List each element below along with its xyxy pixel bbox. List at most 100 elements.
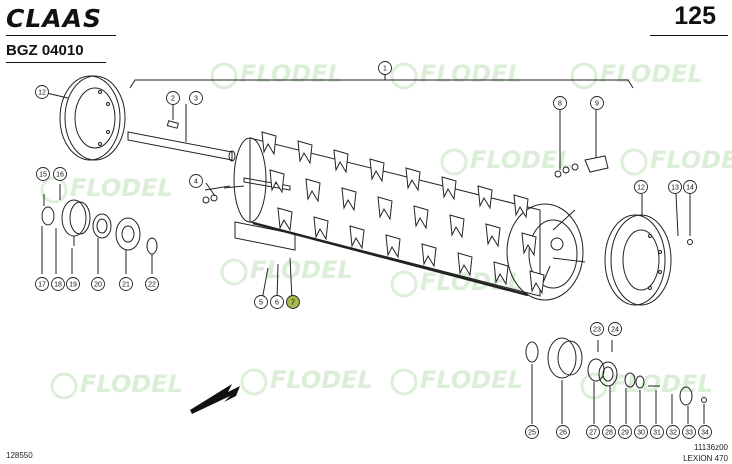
callout-label: 34 <box>701 429 709 436</box>
callout-circle <box>51 277 65 291</box>
callout-label: 28 <box>605 429 613 436</box>
callout-label: 21 <box>122 281 130 288</box>
callout-28[interactable]: 28 <box>602 425 616 439</box>
callout-label: 19 <box>69 281 77 288</box>
watermark-text: FLODEL <box>70 174 173 202</box>
callout-circle <box>378 61 392 75</box>
callout-1[interactable]: 1 <box>378 61 392 75</box>
callout-7[interactable]: 7 <box>286 295 300 309</box>
callout-15[interactable]: 15 <box>36 167 50 181</box>
callout-circle <box>650 425 664 439</box>
callout-circle <box>682 425 696 439</box>
watermark-text: FLODEL <box>240 60 343 88</box>
callout-label: 25 <box>528 429 536 436</box>
watermark-logo <box>570 62 598 90</box>
callout-circle <box>608 322 622 336</box>
callout-label: 16 <box>56 171 64 178</box>
callout-22[interactable]: 22 <box>145 277 159 291</box>
callout-26[interactable]: 26 <box>556 425 570 439</box>
callout-2[interactable]: 2 <box>166 91 180 105</box>
callout-20[interactable]: 20 <box>91 277 105 291</box>
callout-12[interactable]: 12 <box>634 180 648 194</box>
callout-16[interactable]: 16 <box>53 167 67 181</box>
callout-circle <box>586 425 600 439</box>
callout-circle <box>634 425 648 439</box>
callout-circle <box>166 91 180 105</box>
tine <box>421 243 437 268</box>
direction-arrow <box>190 384 240 414</box>
model-name: LEXION 470 <box>683 454 728 463</box>
watermark-logo <box>210 62 238 90</box>
callout-circle <box>119 277 133 291</box>
tine <box>341 187 357 212</box>
callout-3[interactable]: 3 <box>189 91 203 105</box>
callout-25[interactable]: 25 <box>525 425 539 439</box>
tine <box>261 131 277 156</box>
callout-17[interactable]: 17 <box>35 277 49 291</box>
watermark-text: FLODEL <box>470 146 573 174</box>
callout-19[interactable]: 19 <box>66 277 80 291</box>
callout-30[interactable]: 30 <box>634 425 648 439</box>
callout-circle <box>36 167 50 181</box>
callout-12[interactable]: 12 <box>35 85 49 99</box>
callout-circle <box>553 96 567 110</box>
callout-circle <box>35 277 49 291</box>
watermark-text: FLODEL <box>420 60 523 88</box>
tine <box>297 140 313 165</box>
watermark-text: FLODEL <box>270 366 373 394</box>
callout-circle <box>602 425 616 439</box>
callout-label: 17 <box>38 281 46 288</box>
tine <box>521 232 537 257</box>
callout-4[interactable]: 4 <box>189 174 203 188</box>
callout-label: 32 <box>669 429 677 436</box>
callout-circle <box>525 425 539 439</box>
callout-label: 26 <box>559 429 567 436</box>
callout-circle <box>286 295 300 309</box>
callout-label: 24 <box>611 326 619 333</box>
callout-9[interactable]: 9 <box>590 96 604 110</box>
watermark-text: FLODEL <box>80 370 183 398</box>
drawing-lines <box>41 72 707 424</box>
callout-label: 22 <box>148 281 156 288</box>
callout-circle <box>683 180 697 194</box>
callout-label: 14 <box>686 184 694 191</box>
callout-32[interactable]: 32 <box>666 425 680 439</box>
tine <box>413 205 429 230</box>
header-rule-left <box>6 35 116 36</box>
callout-21[interactable]: 21 <box>119 277 133 291</box>
callout-33[interactable]: 33 <box>682 425 696 439</box>
callout-23[interactable]: 23 <box>590 322 604 336</box>
callout-24[interactable]: 24 <box>608 322 622 336</box>
callout-label: 33 <box>685 429 693 436</box>
callout-34[interactable]: 34 <box>698 425 712 439</box>
callout-circle <box>634 180 648 194</box>
callout-circle <box>189 91 203 105</box>
callout-label: 20 <box>94 281 102 288</box>
callout-label: 23 <box>593 326 601 333</box>
callout-circle <box>590 322 604 336</box>
callout-27[interactable]: 27 <box>586 425 600 439</box>
callout-18[interactable]: 18 <box>51 277 65 291</box>
callout-label: 13 <box>671 184 679 191</box>
callout-13[interactable]: 13 <box>668 180 682 194</box>
callout-14[interactable]: 14 <box>683 180 697 194</box>
callout-5[interactable]: 5 <box>254 295 268 309</box>
callout-31[interactable]: 31 <box>650 425 664 439</box>
callout-circle <box>66 277 80 291</box>
callout-29[interactable]: 29 <box>618 425 632 439</box>
callout-label: 18 <box>54 281 62 288</box>
callout-label: 15 <box>39 171 47 178</box>
watermark-layer: FLODELFLODELFLODELFLODELFLODELFLODELFLOD… <box>40 60 732 400</box>
callout-circle <box>590 96 604 110</box>
tine <box>377 196 393 221</box>
watermark-logo <box>390 62 418 90</box>
callout-8[interactable]: 8 <box>553 96 567 110</box>
brand-logo: CLAAS <box>6 4 102 33</box>
callout-6[interactable]: 6 <box>270 295 284 309</box>
callout-label: 31 <box>653 429 661 436</box>
callout-label: 2 <box>171 95 175 102</box>
callout-label: 30 <box>637 429 645 436</box>
